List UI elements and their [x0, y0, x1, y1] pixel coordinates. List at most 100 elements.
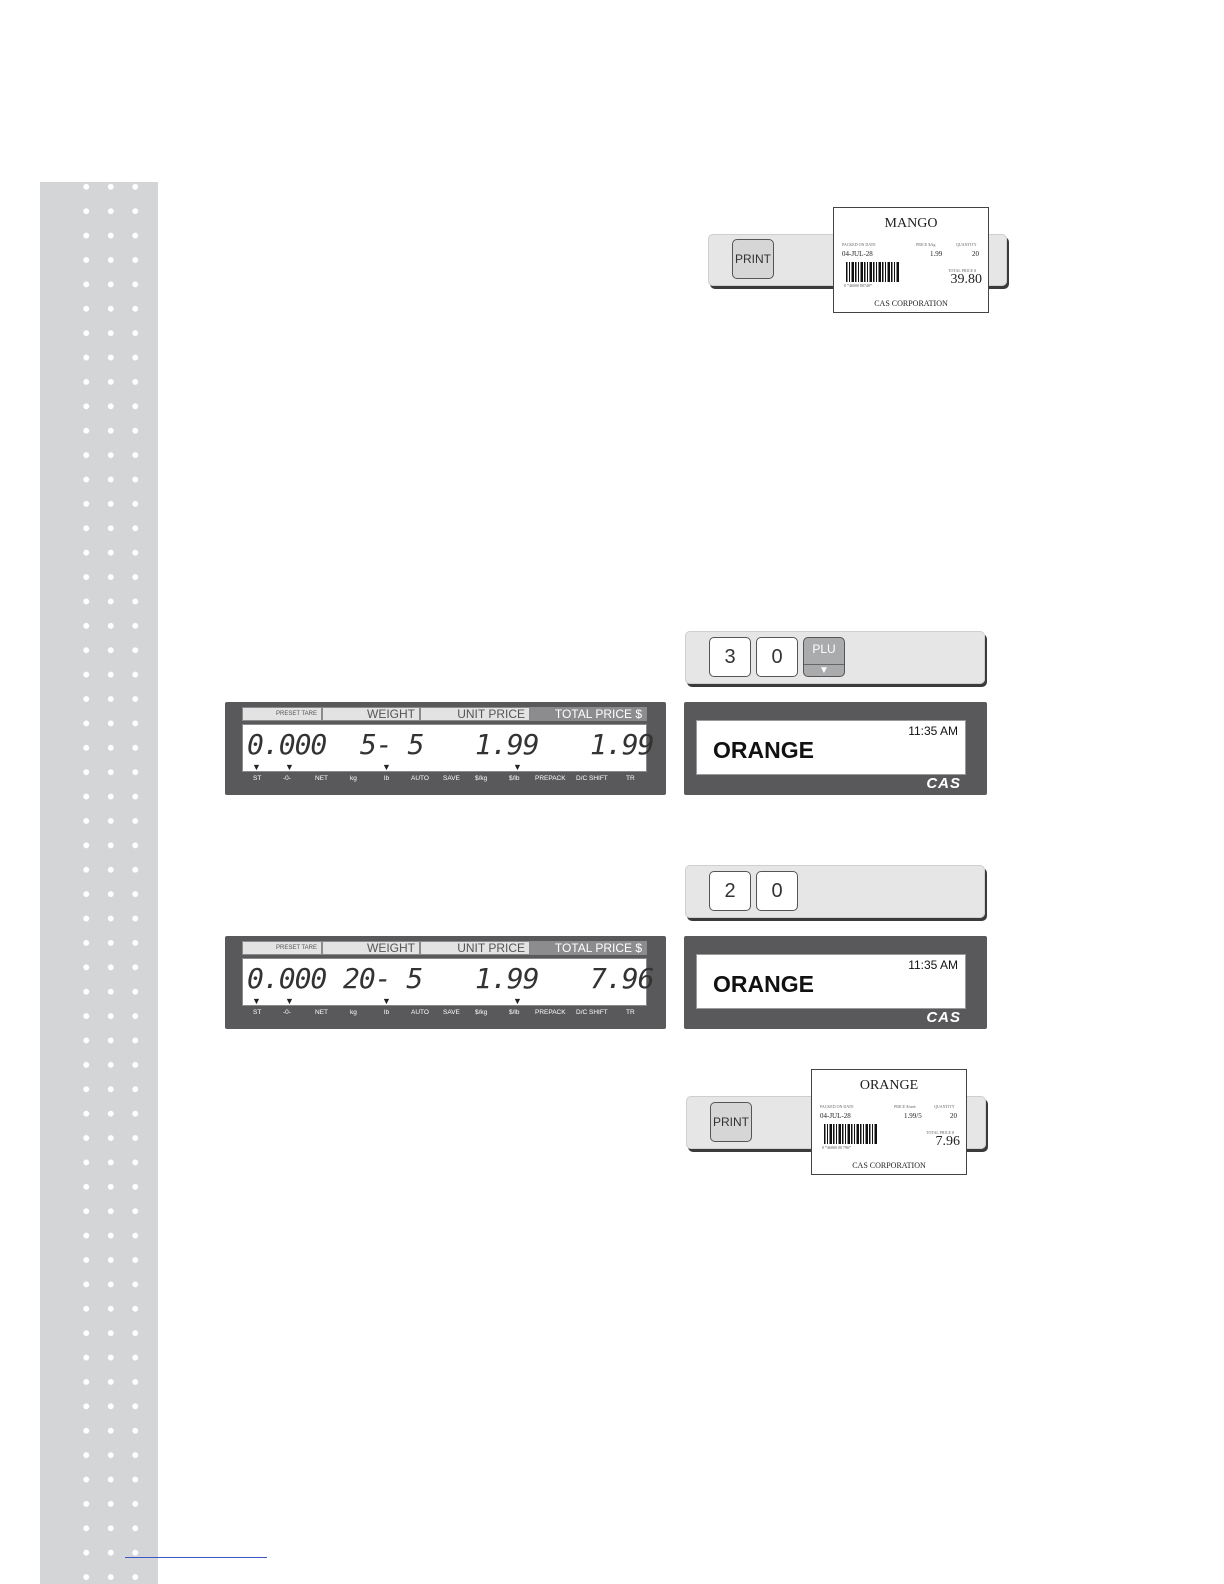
key-2[interactable]: 2 [709, 871, 751, 911]
receipt-title: ORANGE [859, 1078, 919, 1093]
header-preset-tare: PRESET TARE [242, 941, 322, 955]
indicator-label: -0- [283, 1009, 291, 1016]
indicator-label: NET [315, 775, 328, 782]
indicator-label: AUTO [411, 775, 429, 782]
receipt-title: MANGO [884, 216, 938, 231]
tare-value: 0.000 [247, 728, 327, 761]
header-unit-price: UNIT PRICE [420, 941, 530, 955]
receipt-date: 04-JUL-28 [842, 250, 873, 258]
receipt-mango: MANGO PACKED ON DATE PRICE $/kg QUANTITY… [833, 207, 989, 313]
header-preset-tare: PRESET TARE [242, 707, 322, 721]
plu-button[interactable]: PLU ▼ [803, 637, 845, 677]
receipt-header-date: PACKED ON DATE [820, 1104, 854, 1109]
receipt-header-date: PACKED ON DATE [842, 242, 876, 247]
header-weight: WEIGHT [322, 941, 420, 955]
keypad-panel-step1: 3 0 PLU ▼ [685, 631, 985, 684]
total-price-value: 1.99 [590, 728, 654, 761]
indicator-label: $/lb [509, 1009, 520, 1016]
indicator-label: kg [350, 1009, 357, 1016]
display-time: 11:35 AM [908, 958, 958, 972]
total-price-value: 7.96 [590, 962, 654, 995]
barcode [846, 262, 900, 282]
indicator-label: PREPACK [535, 775, 566, 782]
receipt-header-price: PRICE $/unit [894, 1104, 916, 1109]
receipt-orange: ORANGE PACKED ON DATE PRICE $/unit QUANT… [811, 1069, 967, 1175]
barcode-number: 0 *46000 00 796* [822, 1145, 851, 1150]
weight-value: 5- 5 [360, 728, 424, 761]
print-button[interactable]: PRINT [732, 239, 774, 279]
header-unit-price: UNIT PRICE [420, 707, 530, 721]
header-weight: WEIGHT [322, 707, 420, 721]
unit-price-value: 1.99 [475, 728, 539, 761]
receipt-qty: 20 [972, 250, 979, 258]
indicator-label: AUTO [411, 1009, 429, 1016]
text-display-1: 11:35 AM ORANGE CAS [684, 702, 987, 795]
indicator-arrow-zero: ▼ [285, 762, 294, 772]
receipt-header-qty: QUANTITY [956, 242, 977, 247]
indicator-arrow-dollar-lb: ▼ [513, 762, 522, 772]
receipt-price: 1.99 [930, 250, 943, 258]
barcode [824, 1124, 878, 1144]
header-total-price: TOTAL PRICE $ [530, 707, 647, 721]
barcode-number: 0 *46000 00740* [844, 283, 872, 288]
indicator-label: PREPACK [535, 1009, 566, 1016]
cas-logo: CAS [926, 1009, 961, 1026]
cas-logo: CAS [926, 775, 961, 792]
indicator-label: ST [253, 775, 262, 782]
indicator-arrow-zero: ▼ [285, 996, 294, 1006]
indicator-arrow-dollar-lb: ▼ [513, 996, 522, 1006]
indicator-arrow-lb: ▼ [382, 762, 391, 772]
indicator-label: lb [384, 775, 390, 782]
print-button[interactable]: PRINT [710, 1102, 752, 1142]
indicator-arrow-lb: ▼ [382, 996, 391, 1006]
indicator-label: $/lb [509, 775, 520, 782]
indicator-arrow-st: ▼ [252, 762, 261, 772]
indicator-label: $/kg [475, 1009, 488, 1016]
receipt-total: 7.96 [935, 1134, 961, 1149]
key-0[interactable]: 0 [756, 637, 798, 677]
indicator-label: TR [626, 775, 635, 782]
lcd-display-2: PRESET TARE WEIGHT UNIT PRICE TOTAL PRIC… [225, 936, 666, 1029]
display-time: 11:35 AM [908, 724, 958, 738]
tare-value: 0.000 [247, 962, 327, 995]
sidebar-margin-left [40, 182, 70, 1584]
receipt-corporation: CAS CORPORATION [874, 299, 948, 308]
indicator-arrow-st: ▼ [252, 996, 261, 1006]
indicator-label: SAVE [443, 775, 460, 782]
footer-underline [125, 1557, 267, 1558]
indicator-label: -0- [283, 775, 291, 782]
text-display-2: 11:35 AM ORANGE CAS [684, 936, 987, 1029]
sidebar-margin-right [145, 182, 158, 1584]
indicator-label: SAVE [443, 1009, 460, 1016]
indicator-label: D/C SHIFT [576, 1009, 608, 1016]
receipt-qty: 20 [950, 1112, 957, 1120]
receipt-corporation: CAS CORPORATION [852, 1161, 926, 1170]
header-total-price: TOTAL PRICE $ [530, 941, 647, 955]
plu-arrow-icon: ▼ [819, 665, 829, 676]
lcd-display-1: PRESET TARE WEIGHT UNIT PRICE TOTAL PRIC… [225, 702, 666, 795]
receipt-header-qty: QUANTITY [934, 1104, 955, 1109]
indicator-label: lb [384, 1009, 390, 1016]
receipt-total: 39.80 [950, 272, 983, 287]
display-item-name: ORANGE [713, 971, 814, 997]
indicator-label: ST [253, 1009, 262, 1016]
keypad-panel-step2: 2 0 [685, 865, 985, 918]
receipt-total-label: TOTAL PRICE $ [926, 1130, 954, 1135]
key-3[interactable]: 3 [709, 637, 751, 677]
text-display-screen: 11:35 AM ORANGE [696, 720, 966, 775]
receipt-date: 04-JUL-28 [820, 1112, 851, 1120]
weight-value: 20- 5 [343, 962, 423, 995]
indicator-label: D/C SHIFT [576, 775, 608, 782]
indicator-label: NET [315, 1009, 328, 1016]
indicator-label: $/kg [475, 775, 488, 782]
plu-label: PLU [812, 642, 836, 656]
indicator-label: TR [626, 1009, 635, 1016]
key-0[interactable]: 0 [756, 871, 798, 911]
lcd-screen: 0.000 5- 5 1.99 1.99 [242, 724, 654, 772]
text-display-screen: 11:35 AM ORANGE [696, 954, 966, 1009]
receipt-price: 1.99/5 [904, 1112, 922, 1120]
lcd-screen: 0.000 20- 5 1.99 7.96 [242, 958, 654, 1006]
indicator-label: kg [350, 775, 357, 782]
receipt-total-label: TOTAL PRICE $ [948, 268, 976, 273]
display-item-name: ORANGE [713, 737, 814, 763]
